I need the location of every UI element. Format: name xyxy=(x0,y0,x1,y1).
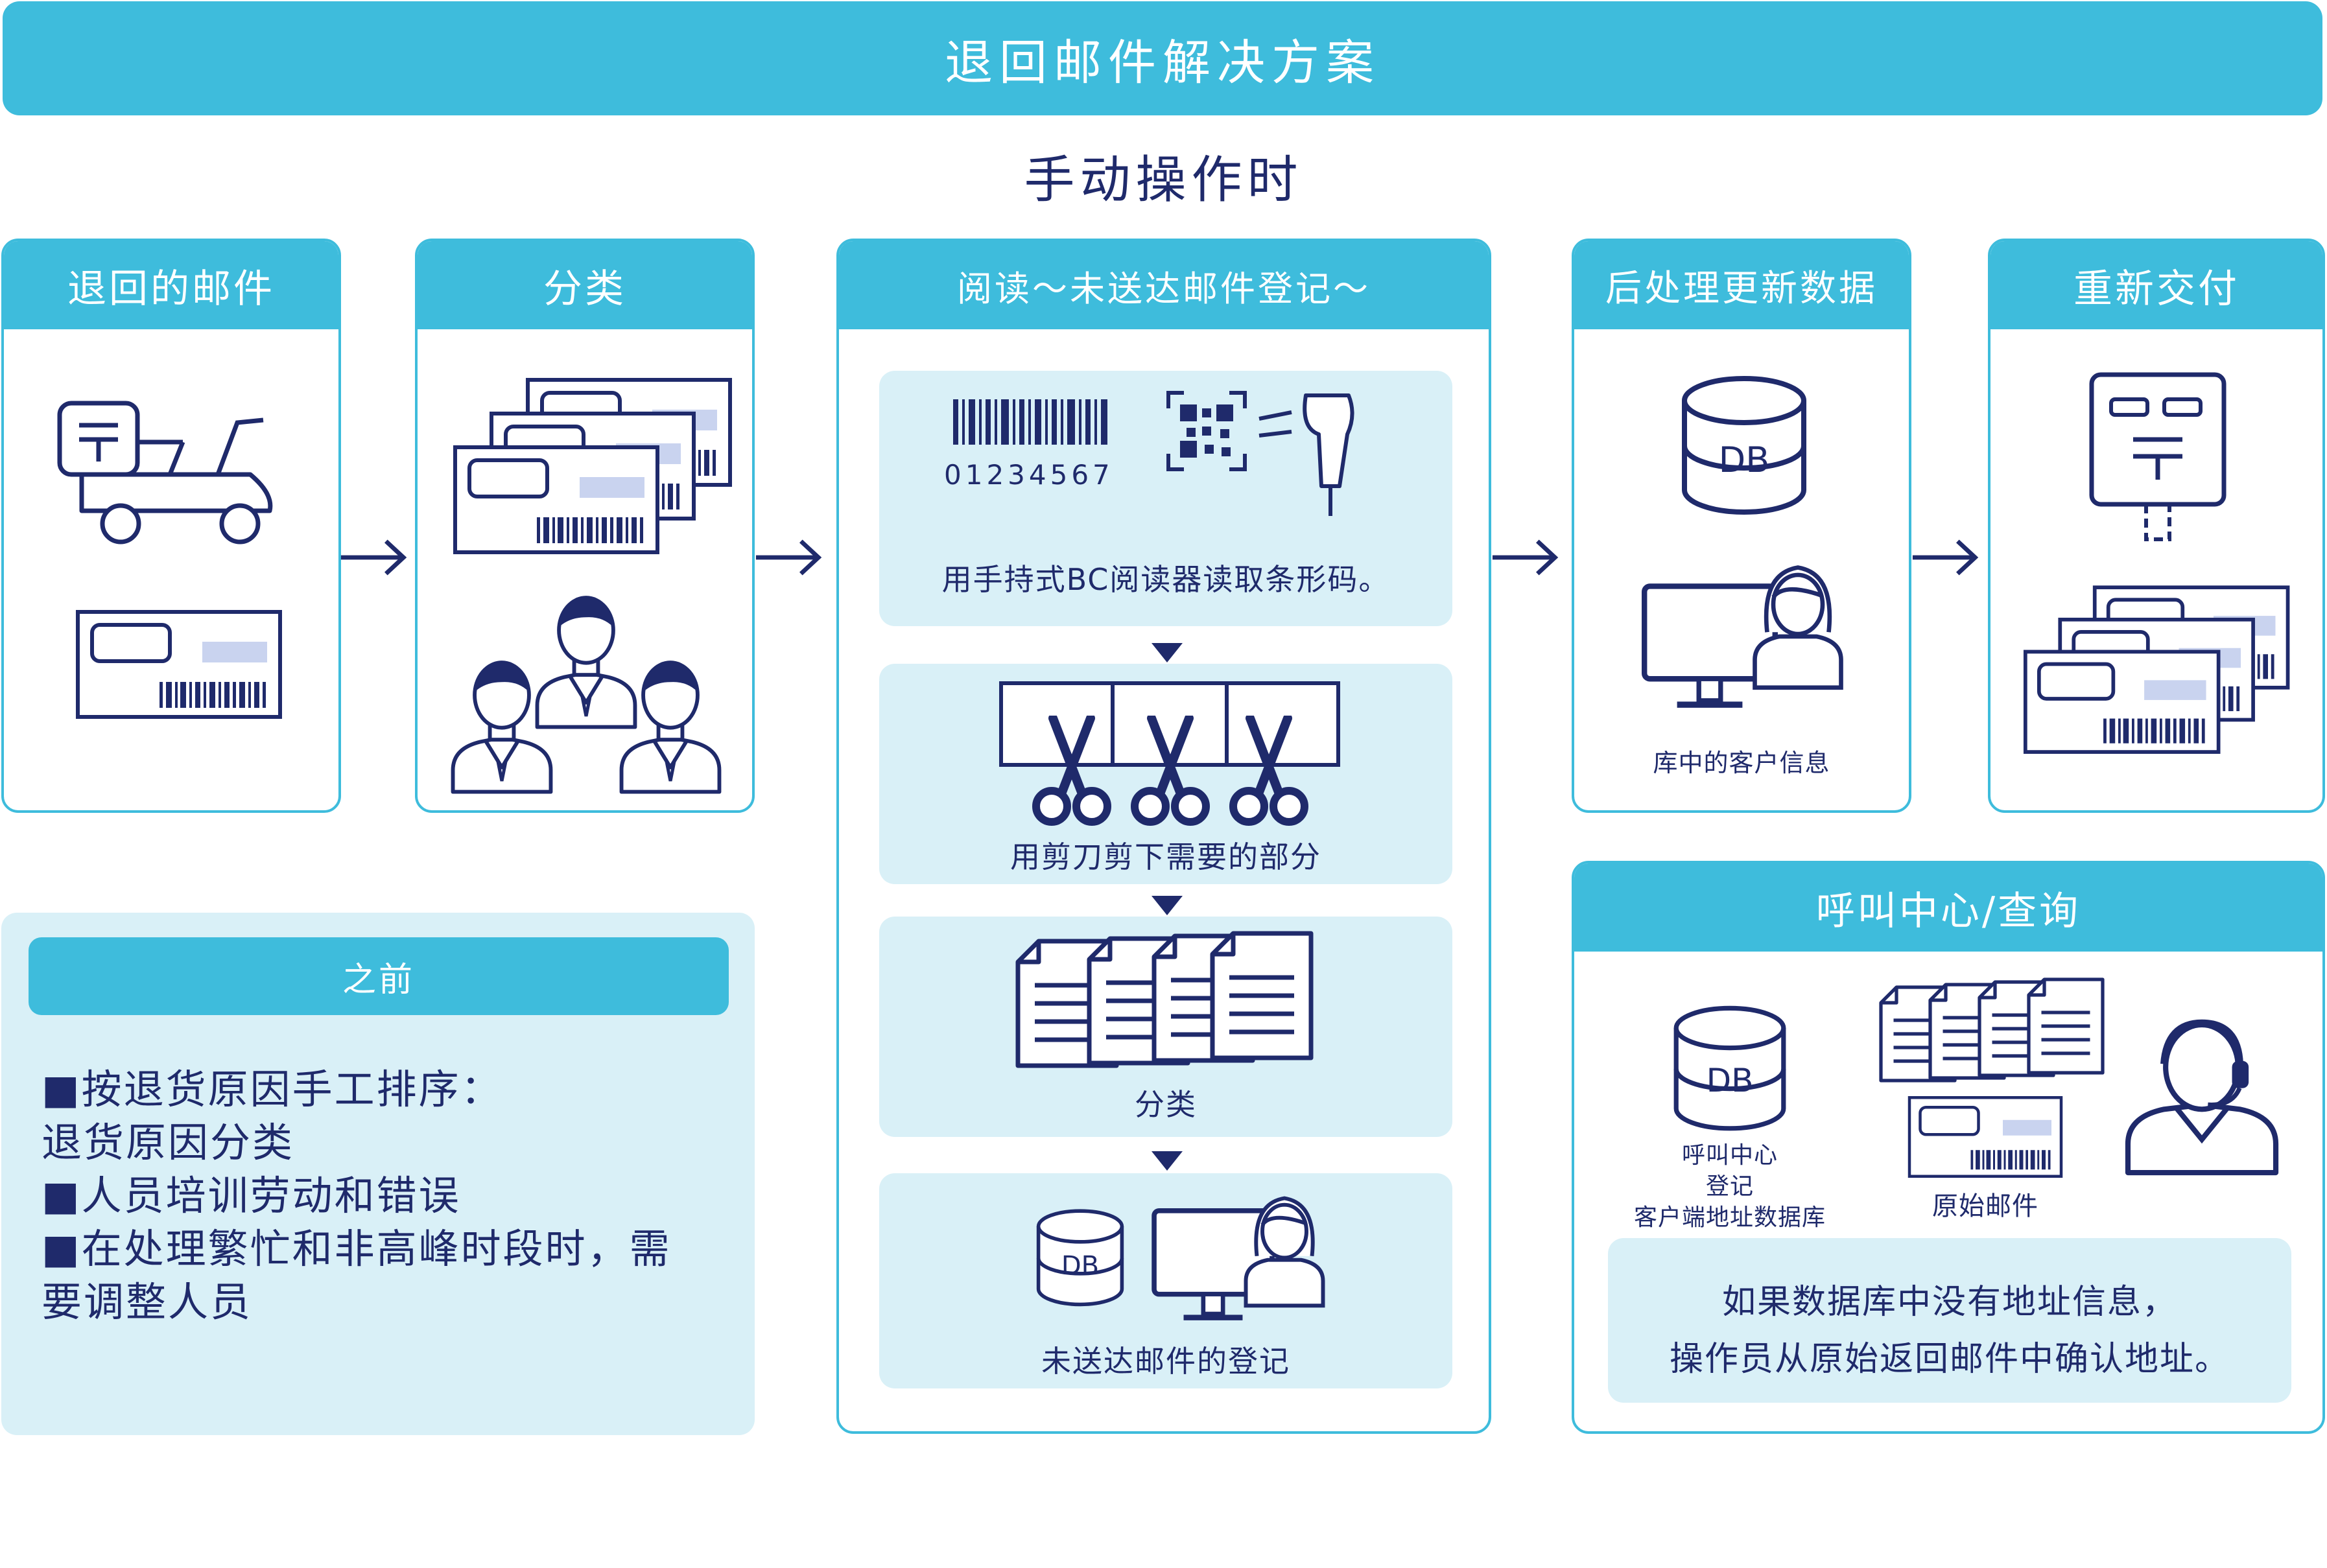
callcenter-card: 呼叫中心/查询 DB 呼叫中心 登记 客户端地址数据库 原始邮件 如果数据库中没… xyxy=(1572,861,2325,1434)
flow-arrow-icon xyxy=(755,538,823,577)
step-title-returned-mail: 退回的邮件 xyxy=(4,241,338,329)
callcenter-note-line1: 如果数据库中没有地址信息， xyxy=(1721,1283,2177,1322)
customer-info-caption: 库中的客户信息 xyxy=(1653,749,1830,777)
substep-label: 用剪刀剪下需要的部分 xyxy=(1010,839,1321,874)
page-title-banner: 退回邮件解决方案 xyxy=(3,1,2322,115)
step-card-redelivery: 重新交付 xyxy=(1988,239,2325,813)
substep-registration: DB 未送达邮件的登记 xyxy=(879,1173,1452,1388)
operator-woman-icon xyxy=(1736,555,1860,691)
barcode-number: 01234567 xyxy=(944,459,1114,491)
step-card-returned-mail: 退回的邮件 xyxy=(1,239,341,813)
headset-operator-icon xyxy=(2125,1019,2279,1176)
scissors-icon xyxy=(1128,716,1212,826)
delivery-scooter-icon xyxy=(57,401,273,544)
flow-arrow-icon xyxy=(1911,538,1980,577)
handheld-scanner-icon xyxy=(1166,391,1354,516)
callcenter-note-line2: 操作员从原始返回邮件中确认地址。 xyxy=(1669,1340,2230,1379)
envelope-icon xyxy=(75,609,283,720)
person-icon xyxy=(447,656,556,797)
page-title: 退回邮件解决方案 xyxy=(945,34,1380,91)
step-card-sorting: 分类 xyxy=(415,239,755,813)
database-label: DB xyxy=(1718,439,1770,480)
step-card-reading-registration: 阅读～未送达邮件登记～ 01234567 用手持 xyxy=(836,239,1491,1434)
step-title-redelivery: 重新交付 xyxy=(1990,241,2322,329)
person-icon xyxy=(616,656,725,797)
step-card-post-processing: 后处理更新数据 DB 库中的客户信息 xyxy=(1572,239,1911,813)
before-line: ■在处理繁忙和非高峰时段时，需 xyxy=(41,1225,672,1272)
substep-label: 用手持式BC阅读器读取条形码。 xyxy=(941,562,1390,597)
barcode-icon xyxy=(953,399,1107,445)
before-line: ■人员培训劳动和错误 xyxy=(41,1172,461,1219)
substep-sorting: 分类 xyxy=(879,917,1452,1137)
callcenter-title: 呼叫中心/查询 xyxy=(1574,863,2322,952)
before-text: ■按退货原因手工排序： 退货原因分类 ■人员培训劳动和错误 ■在处理繁忙和非高峰… xyxy=(41,1063,742,1329)
document-icon xyxy=(1210,931,1314,1060)
envelope-stack-icon xyxy=(453,377,738,559)
envelope-stack-icon xyxy=(2023,585,2295,758)
before-line: 退货原因分类 xyxy=(41,1119,295,1166)
callcenter-note: 如果数据库中没有地址信息， 操作员从原始返回邮件中确认地址。 xyxy=(1608,1238,2291,1403)
database-label: DB xyxy=(1061,1251,1100,1281)
operator-woman-icon xyxy=(1229,1186,1340,1309)
before-line: 要调整人员 xyxy=(41,1278,253,1326)
scissors-icon xyxy=(1227,716,1311,826)
mailbox-icon xyxy=(2089,372,2227,541)
down-arrow-icon xyxy=(1152,643,1183,662)
flow-arrow-icon xyxy=(340,538,408,577)
substep-label: 未送达邮件的登记 xyxy=(1041,1344,1290,1379)
step-title-reading: 阅读～未送达邮件登记～ xyxy=(839,241,1489,329)
callcenter-db-caption-line3: 客户端地址数据库 xyxy=(1633,1204,1826,1231)
database-label: DB xyxy=(1706,1062,1754,1099)
step-title-sorting: 分类 xyxy=(418,241,752,329)
envelope-icon xyxy=(1908,1095,2063,1178)
down-arrow-icon xyxy=(1152,1151,1183,1171)
document-icon xyxy=(2027,977,2105,1075)
substep-cutting: 用剪刀剪下需要的部分 xyxy=(879,664,1452,884)
before-line: ■按退货原因手工排序： xyxy=(41,1066,503,1113)
scissors-icon xyxy=(1030,716,1114,826)
substep-barcode-reading: 01234567 用手持式BC阅读器读取条形码。 xyxy=(879,371,1452,626)
substep-label: 分类 xyxy=(1135,1087,1197,1122)
down-arrow-icon xyxy=(1152,896,1183,915)
callcenter-db-caption-line2: 登记 xyxy=(1705,1173,1754,1200)
page-subtitle: 手动操作时 xyxy=(1024,151,1303,209)
flow-arrow-icon xyxy=(1491,538,1560,577)
step-title-post-processing: 后处理更新数据 xyxy=(1574,241,1909,329)
callcenter-db-caption-line1: 呼叫中心 xyxy=(1681,1142,1778,1169)
before-title: 之前 xyxy=(29,937,729,1015)
original-mail-caption: 原始邮件 xyxy=(1932,1191,2038,1221)
